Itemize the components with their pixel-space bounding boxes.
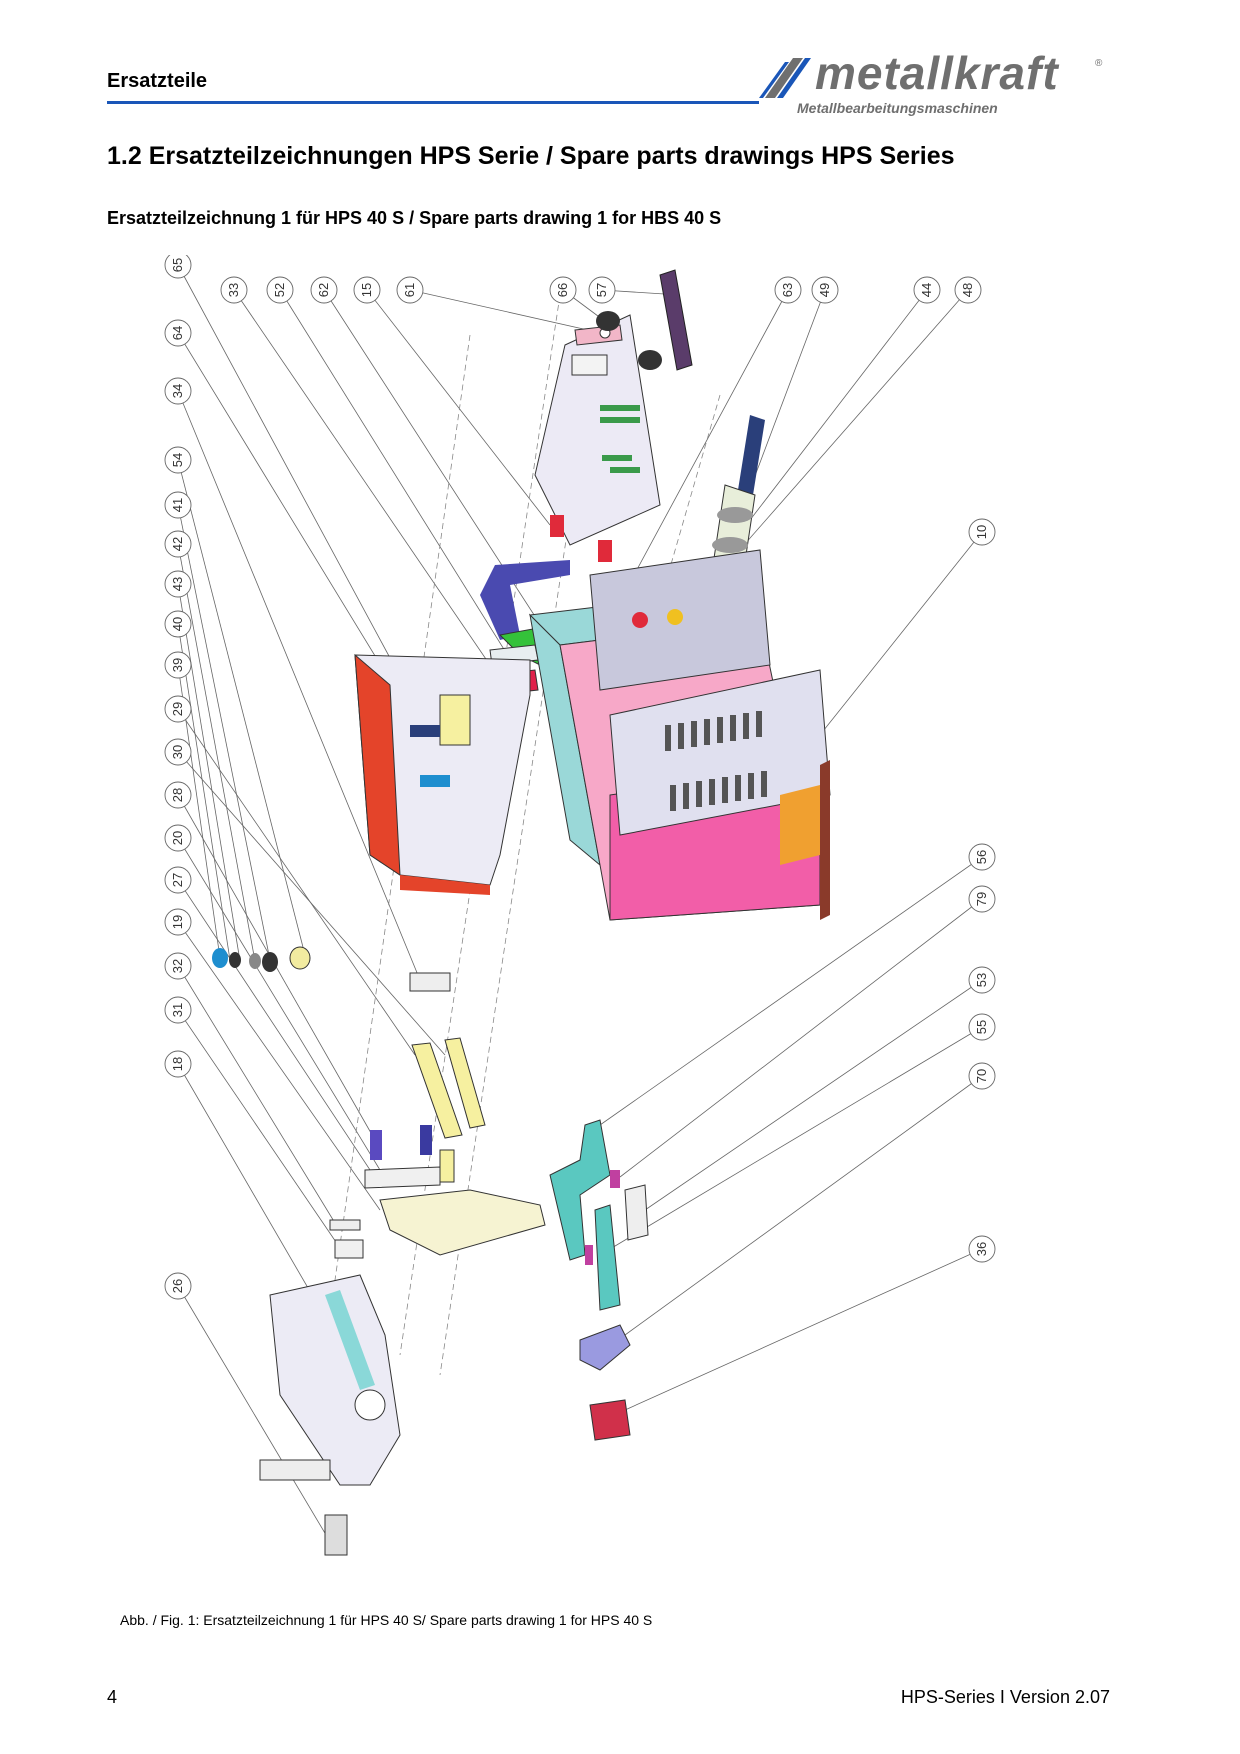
document-version: HPS-Series I Version 2.07 <box>900 1687 1110 1707</box>
callout-number: 53 <box>974 973 989 987</box>
callout-27: 27 <box>164 866 192 894</box>
header-rule <box>107 101 759 104</box>
callout-62: 62 <box>310 276 338 304</box>
callout-31: 31 <box>164 996 192 1024</box>
callout-61: 61 <box>396 276 424 304</box>
logo-wordmark: metallkraft <box>815 47 1059 99</box>
page-title: 1.2 Ersatzteilzeichnungen HPS Serie / Sp… <box>107 142 955 170</box>
callout-number: 15 <box>359 283 374 297</box>
callout-63: 63 <box>774 276 802 304</box>
callout-number: 63 <box>780 283 795 297</box>
callout-64: 64 <box>164 319 192 347</box>
callout-number: 30 <box>170 745 185 759</box>
callout-53: 53 <box>968 966 996 994</box>
part-linkages <box>259 1125 546 1556</box>
callout-number: 31 <box>170 1003 185 1017</box>
callout-number: 79 <box>974 892 989 906</box>
callout-65: 65 <box>164 255 192 279</box>
callout-26: 26 <box>164 1272 192 1300</box>
callout-number: 20 <box>170 831 185 845</box>
figure-caption: Abb. / Fig. 1: Ersatzteilzeichnung 1 für… <box>120 1612 653 1628</box>
callout-41: 41 <box>164 491 192 519</box>
callout-57: 57 <box>588 276 616 304</box>
callout-number: 66 <box>555 283 570 297</box>
callout-20: 20 <box>164 824 192 852</box>
callout-number: 39 <box>170 658 185 672</box>
callout-number: 65 <box>170 258 185 272</box>
callout-40: 40 <box>164 610 192 638</box>
callout-42: 42 <box>164 530 192 558</box>
part-main-frame <box>354 549 831 921</box>
callout-66: 66 <box>549 276 577 304</box>
callout-number: 28 <box>170 788 185 802</box>
callout-number: 10 <box>974 525 989 539</box>
callout-48: 48 <box>954 276 982 304</box>
header-section: Ersatzteile <box>107 70 208 92</box>
callout-79: 79 <box>968 885 996 913</box>
callout-56: 56 <box>968 843 996 871</box>
callout-44: 44 <box>913 276 941 304</box>
callout-number: 48 <box>960 283 975 297</box>
callout-number: 40 <box>170 617 185 631</box>
part-right-cluster <box>549 1119 649 1441</box>
callout-number: 70 <box>974 1069 989 1083</box>
callout-number: 52 <box>272 283 287 297</box>
callout-number: 61 <box>402 283 417 297</box>
callout-number: 54 <box>170 453 185 467</box>
callout-number: 42 <box>170 537 185 551</box>
callout-number: 43 <box>170 577 185 591</box>
callout-number: 32 <box>170 959 185 973</box>
callout-15: 15 <box>353 276 381 304</box>
callout-19: 19 <box>164 908 192 936</box>
part-washers <box>212 946 451 992</box>
callout-number: 29 <box>170 702 185 716</box>
callout-number: 62 <box>316 283 331 297</box>
callout-33: 33 <box>220 276 248 304</box>
callout-52: 52 <box>266 276 294 304</box>
metallkraft-logo: metallkraft ® Metallbearbeitungsmaschine… <box>755 47 1110 122</box>
callout-number: 26 <box>170 1279 185 1293</box>
drawing-subtitle: Ersatzteilzeichnung 1 für HPS 40 S / Spa… <box>107 208 722 228</box>
callout-number: 56 <box>974 850 989 864</box>
callout-10: 10 <box>968 518 996 546</box>
callout-54: 54 <box>164 446 192 474</box>
callout-number: 34 <box>170 384 185 398</box>
callout-number: 64 <box>170 326 185 340</box>
callout-number: 55 <box>974 1020 989 1034</box>
callout-32: 32 <box>164 952 192 980</box>
callout-70: 70 <box>968 1062 996 1090</box>
page-number: 4 <box>107 1687 118 1707</box>
spare-parts-drawing: 33 52 62 15 61 66 57 63 49 44 48 65 64 34 54 41 42 43 40 39… <box>164 255 996 1556</box>
callout-18: 18 <box>164 1050 192 1078</box>
callout-30: 30 <box>164 738 192 766</box>
callout-36: 36 <box>968 1235 996 1263</box>
part-top-plate <box>534 269 693 562</box>
callout-number: 44 <box>919 283 934 297</box>
callout-number: 18 <box>170 1057 185 1071</box>
callout-55: 55 <box>968 1013 996 1041</box>
part-rails <box>411 1037 486 1139</box>
logo-mark-icon <box>759 58 811 98</box>
logo-registered-mark: ® <box>1095 58 1103 69</box>
callout-28: 28 <box>164 781 192 809</box>
callout-29: 29 <box>164 695 192 723</box>
callout-number: 19 <box>170 915 185 929</box>
callout-number: 27 <box>170 873 185 887</box>
callout-number: 49 <box>817 283 832 297</box>
callout-34: 34 <box>164 377 192 405</box>
callout-number: 41 <box>170 498 185 512</box>
callout-49: 49 <box>811 276 839 304</box>
callout-number: 33 <box>226 283 241 297</box>
callout-number: 57 <box>594 283 609 297</box>
logo-tagline: Metallbearbeitungsmaschinen <box>797 100 998 116</box>
callout-43: 43 <box>164 570 192 598</box>
callout-39: 39 <box>164 651 192 679</box>
callout-number: 36 <box>974 1242 989 1256</box>
